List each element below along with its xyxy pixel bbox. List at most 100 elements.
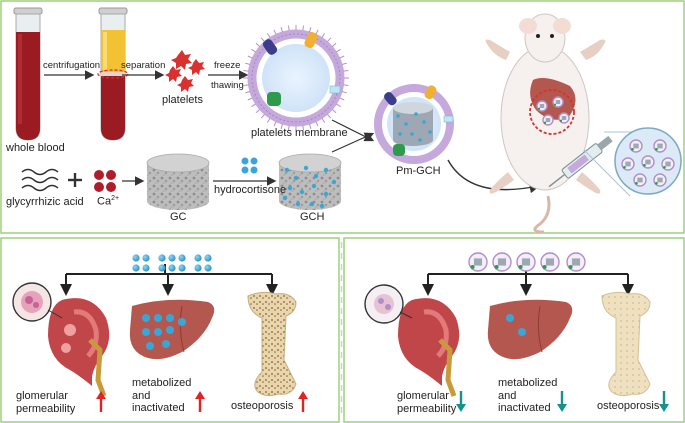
drug-dot xyxy=(178,318,186,326)
membrane-spike xyxy=(327,113,332,119)
nanoparticle-core xyxy=(571,258,581,266)
drug-dot xyxy=(303,165,309,171)
nanoparticle-protein xyxy=(643,163,646,167)
gc-cylinder xyxy=(146,153,210,210)
membrane-spike xyxy=(243,69,249,72)
nanoparticle-protein xyxy=(537,107,541,110)
down-arrow-metabolized xyxy=(557,391,567,412)
drug-dot xyxy=(404,122,408,126)
drug-dot xyxy=(142,314,150,322)
liver-right xyxy=(487,299,573,360)
glomerulus-zoom-right xyxy=(364,284,413,324)
nanoparticle-core xyxy=(521,258,531,266)
drug-dot xyxy=(142,328,150,336)
membrane-spike xyxy=(273,29,277,35)
membrane-spike xyxy=(343,69,349,72)
nanoparticle-core xyxy=(545,118,551,122)
nanoparticle-protein xyxy=(655,181,658,185)
drug-dot xyxy=(398,132,402,136)
hydrocortisone-icon xyxy=(241,157,258,174)
nanoparticle-core xyxy=(545,258,555,266)
membrane-spike xyxy=(302,25,305,31)
nanoparticle-core xyxy=(645,159,651,165)
platelets-membrane-vesicle xyxy=(243,25,349,131)
membrane-spike xyxy=(287,125,290,131)
drug-dot xyxy=(331,179,337,185)
membrane-spike xyxy=(251,48,256,53)
drug-dot xyxy=(158,264,166,272)
glycyrrhizic-acid-icon xyxy=(21,168,59,192)
drug-dot xyxy=(204,254,212,262)
membrane-spike xyxy=(309,27,312,33)
membrane-spike xyxy=(309,123,312,129)
label-hydrocortisone: hydrocortisone xyxy=(214,184,287,196)
label-gc: GC xyxy=(170,211,187,223)
membrane-spike xyxy=(251,103,256,108)
platelets-icon xyxy=(165,50,205,92)
drug-dot xyxy=(204,264,212,272)
nanoparticle-core xyxy=(539,104,545,108)
drug-dot xyxy=(142,254,150,262)
drug-dot xyxy=(178,264,186,272)
drug-dot xyxy=(313,173,319,179)
label-whole-blood: whole blood xyxy=(6,142,65,154)
drug-dot xyxy=(132,254,140,262)
drug-dot xyxy=(319,203,325,209)
bottom-left-tree xyxy=(60,264,278,296)
membrane-spike xyxy=(331,42,337,47)
zoom-line-bottom xyxy=(583,149,631,197)
nanoparticle-protein xyxy=(494,264,499,269)
nanoparticle-core xyxy=(497,258,507,266)
bottom-right-panel xyxy=(343,237,685,423)
label-platelets-membrane: platelets membrane xyxy=(251,127,348,139)
drug-dot xyxy=(410,132,414,136)
drug-dot xyxy=(287,185,293,191)
label-osteoporosis-left: osteoporosis xyxy=(231,400,294,412)
arrow-pmgch-to-mouse xyxy=(447,159,541,194)
drug-dot xyxy=(194,264,202,272)
label-glycyrrhizic-acid: glycyrrhizic acid xyxy=(6,196,84,208)
membrane-spikes xyxy=(243,25,349,131)
bone-right xyxy=(601,291,651,397)
glomerulus-zoom-left xyxy=(12,282,63,322)
drug-dot xyxy=(282,195,288,201)
drug-dot xyxy=(168,264,176,272)
drug-dot xyxy=(293,175,299,181)
whole-blood-tube xyxy=(13,7,43,141)
drug-dot xyxy=(158,254,166,262)
membrane-spike xyxy=(247,97,253,101)
membrane-spike xyxy=(321,33,326,38)
nanoparticle-protein xyxy=(655,147,658,151)
drug-dot xyxy=(299,189,305,195)
membrane-spike xyxy=(280,27,283,33)
membrane-spike xyxy=(287,25,290,31)
pm-gch-particle xyxy=(374,84,454,164)
membrane-spike xyxy=(341,91,347,94)
free-drug-dots xyxy=(132,254,212,272)
drug-dot xyxy=(146,342,154,350)
drug-dot xyxy=(323,191,329,197)
drug-dot xyxy=(178,254,186,262)
top-panel xyxy=(0,0,685,234)
drug-dot xyxy=(162,340,170,348)
label-gch: GCH xyxy=(300,211,325,223)
membrane-spike xyxy=(266,118,271,123)
kidney-left xyxy=(48,298,110,397)
membrane-spike xyxy=(341,62,347,65)
down-arrow-glomerular xyxy=(456,391,466,412)
membrane-spike xyxy=(321,118,326,123)
label-calcium: Ca2+ xyxy=(97,195,120,208)
membrane-spike xyxy=(302,125,305,131)
magnified-particles-circle xyxy=(614,127,682,195)
nanoparticle-core xyxy=(633,143,639,149)
membrane-spike xyxy=(260,113,265,119)
arrow-gch-to-pmgch xyxy=(331,132,375,153)
drug-dot xyxy=(142,264,150,272)
membrane-spike xyxy=(273,121,277,127)
membrane-spike xyxy=(266,33,271,38)
nanoparticle-core xyxy=(561,116,567,120)
nanoparticle-protein xyxy=(518,264,523,269)
